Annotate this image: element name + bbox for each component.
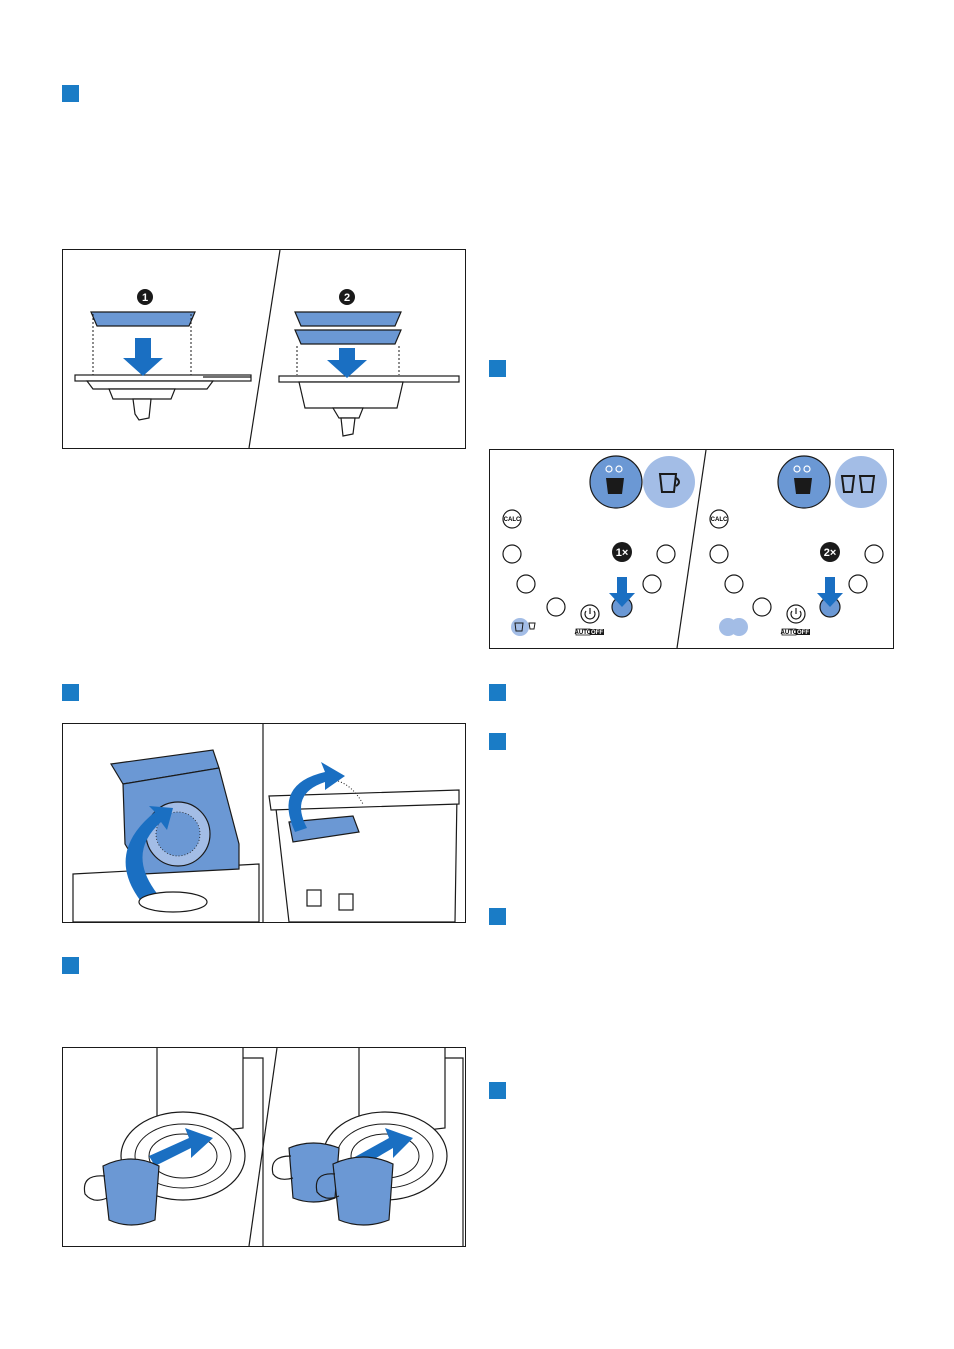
step-marker-square	[62, 85, 79, 102]
auto-label: AUTO	[781, 630, 798, 636]
press-once-label: 1×	[616, 547, 629, 559]
machine-lid-closing	[269, 762, 459, 922]
off-label: OFF	[591, 630, 603, 636]
control-panel-right: CALC AUTO OFF 2×	[710, 456, 887, 636]
off-label: OFF	[797, 630, 809, 636]
pod-holder-single: 1	[75, 289, 251, 420]
coffee-cup-icon	[606, 478, 624, 494]
auto-label: AUTO	[575, 630, 592, 636]
coffee-cup-icon	[103, 1159, 159, 1225]
step-marker-square	[489, 733, 506, 750]
double-cup-scene	[272, 1048, 463, 1246]
step-number-2: 2	[344, 292, 350, 304]
pod-holder-double: 2	[279, 289, 459, 436]
figure-place-cups	[62, 1047, 466, 1247]
step-marker-square	[489, 1082, 506, 1099]
step-number-1: 1	[142, 292, 148, 304]
figure-close-lid	[62, 723, 466, 923]
step-marker-square	[489, 908, 506, 925]
single-cup-scene	[84, 1048, 263, 1246]
arrow-icon	[327, 348, 367, 378]
step-marker-square	[489, 360, 506, 377]
arrow-icon	[123, 338, 163, 376]
press-twice-label: 2×	[824, 547, 837, 559]
coffee-cup-icon	[794, 478, 812, 494]
machine-lid-open	[73, 750, 259, 922]
coffee-cup-icon	[289, 1143, 339, 1202]
figure-control-panel: CALC AUTO OFF 1×	[489, 449, 894, 649]
step-marker-square	[62, 957, 79, 974]
step-marker-square	[489, 684, 506, 701]
calc-label: CALC	[711, 517, 728, 523]
step-marker-square	[62, 684, 79, 701]
control-panel-left: CALC AUTO OFF 1×	[503, 456, 695, 636]
coffee-cup-icon	[333, 1157, 393, 1225]
calc-label: CALC	[504, 517, 521, 523]
figure-pod-holder: 1 2	[62, 249, 466, 449]
